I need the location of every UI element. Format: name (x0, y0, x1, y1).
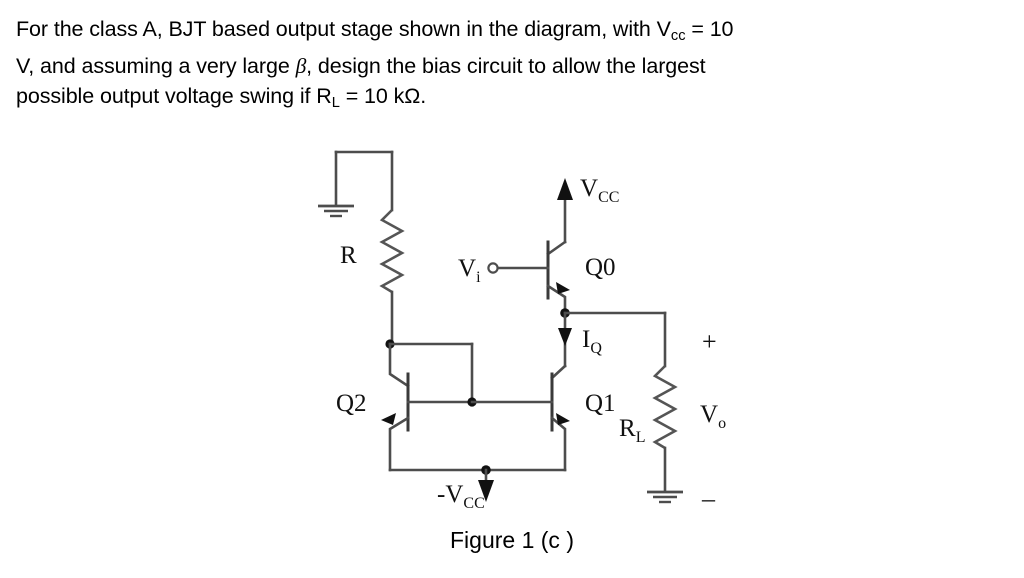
polarity-minus-label: – (701, 484, 716, 513)
vin-label: Vi (458, 255, 481, 286)
problem-line-2-text-b: , design the bias circuit to allow the l… (306, 54, 706, 79)
resistor-rl-label: RL (619, 415, 645, 446)
neg-vcc-arrow-icon (478, 480, 494, 502)
problem-line-2-text-a: V, and assuming a very large (16, 54, 296, 79)
problem-line-1: For the class A, BJT based output stage … (16, 14, 1006, 51)
resistor-rl-body (652, 365, 678, 450)
problem-statement: For the class A, BJT based output stage … (16, 14, 1006, 118)
iq-label: IQ (582, 326, 602, 357)
q0-emitter-lead (546, 284, 567, 315)
problem-line-1-text-a: For the class A, BJT based output stage … (16, 17, 671, 41)
q2-emitter-arrow-icon (381, 413, 396, 425)
resistor-r-body (379, 209, 405, 294)
q0-emitter-arrow-icon (556, 282, 570, 294)
q1-label: Q1 (585, 390, 616, 417)
rl-subscript: L (331, 95, 340, 112)
ground-icon-top (318, 204, 354, 218)
vcc-arrow-icon (557, 178, 573, 200)
polarity-plus-label: + (702, 327, 717, 356)
resistor-r-label: R (340, 242, 357, 269)
figure-caption: Figure 1 (c ) (450, 527, 574, 553)
circuit-diagram: R Q2 VCC Vi Q0 (0, 130, 1024, 525)
q2-collector-lead (388, 342, 410, 388)
neg-vcc-label: -VCC (437, 481, 485, 512)
q0-label: Q0 (585, 254, 616, 281)
vcc-label: VCC (580, 175, 619, 206)
q0-collector-lead (546, 240, 567, 256)
q1-collector-lead (550, 364, 567, 380)
iq-arrow-icon (558, 328, 572, 346)
q2-emitter-lead (388, 416, 410, 472)
vout-label: Vo (700, 401, 726, 432)
problem-line-3-text-b: = 10 kΩ. (339, 84, 427, 109)
vcc-subscript: cc (670, 28, 686, 45)
problem-line-2: V, and assuming a very large β, design t… (16, 51, 1006, 81)
beta-symbol: β (295, 54, 307, 79)
problem-line-3: possible output voltage swing if RL = 10… (16, 81, 1006, 118)
q1-emitter-lead (550, 416, 567, 472)
q2-label: Q2 (336, 390, 367, 417)
vin-terminal-icon (487, 262, 499, 274)
q1-emitter-arrow-icon (556, 413, 570, 425)
problem-line-3-text-a: possible output voltage swing if R (16, 84, 332, 109)
ground-icon-rl (647, 490, 683, 504)
problem-line-1-text-b: = 10 (685, 17, 734, 41)
